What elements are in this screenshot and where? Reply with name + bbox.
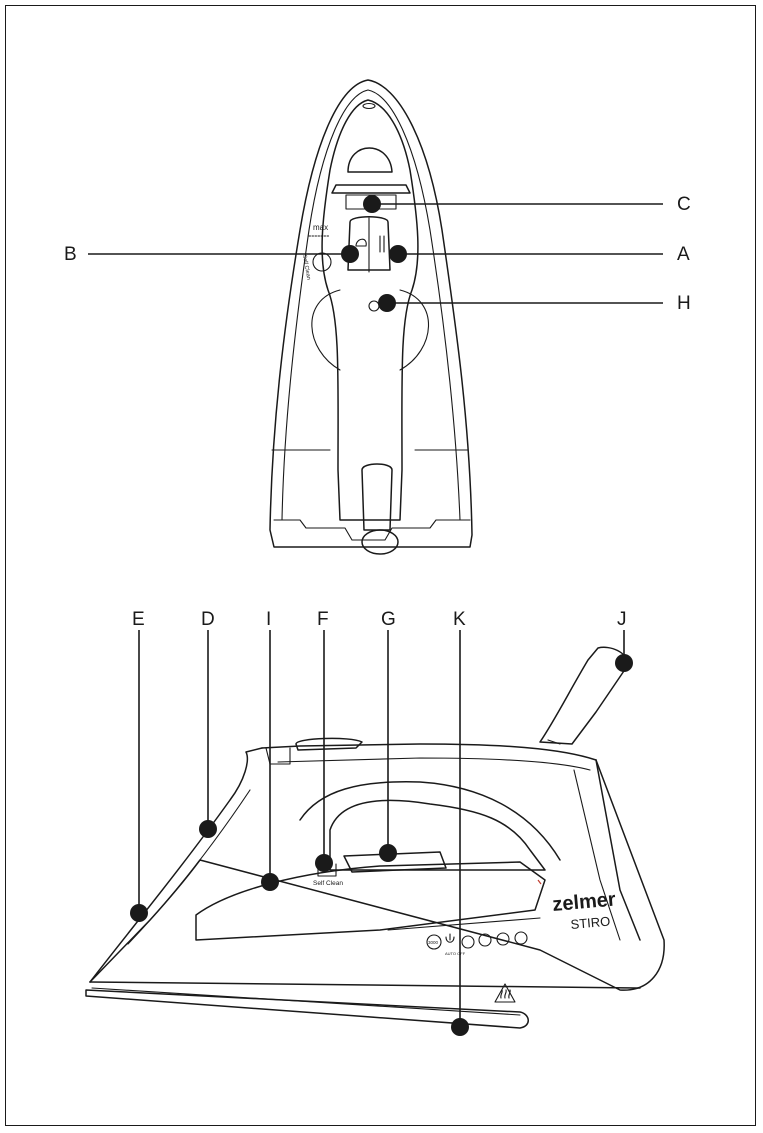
callout-F: F <box>315 609 333 872</box>
svg-text:H: H <box>677 293 691 314</box>
page-border <box>5 5 756 1126</box>
callout-C: C <box>363 194 691 215</box>
svg-text:E: E <box>132 609 145 630</box>
side-body-lower <box>89 759 665 991</box>
iron-top-view: max Self Clean <box>269 79 473 555</box>
power-badge: 3000 <box>428 940 439 945</box>
svg-text:G: G <box>381 609 396 630</box>
svg-text:A: A <box>677 244 690 265</box>
svg-text:D: D <box>201 609 215 630</box>
brand-logo: zelmer <box>552 889 617 916</box>
side-panel <box>195 861 546 941</box>
side-cord-guard <box>539 646 629 745</box>
callout-G: G <box>379 609 397 862</box>
callout-D: D <box>199 609 217 838</box>
callout-K: K <box>451 609 469 1036</box>
callout-B: B <box>64 244 359 265</box>
top-soleplate-outline <box>269 79 473 548</box>
callout-A: A <box>389 244 690 265</box>
self-clean-side-text: Self Clean <box>301 254 311 280</box>
svg-text:J: J <box>617 609 627 630</box>
indicator-icons: 3000 AUTO OFF <box>426 931 528 956</box>
max-mark: max <box>313 223 328 232</box>
self-clean-knob-label: Self Clean <box>313 880 343 887</box>
svg-text:F: F <box>317 609 329 630</box>
auto-off-label: AUTO OFF <box>445 951 466 956</box>
svg-text:I: I <box>266 609 271 630</box>
callout-I: I <box>261 609 279 891</box>
model-name: STIRO <box>570 914 611 932</box>
callout-H: H <box>378 293 691 314</box>
callout-J: J <box>615 609 633 672</box>
top-body <box>321 99 419 521</box>
top-soleplate-inner <box>281 89 369 521</box>
callout-E: E <box>130 609 148 922</box>
svg-text:C: C <box>677 194 691 215</box>
iron-side-view: 3000 AUTO OFF zelmer STIRO Self Clean <box>85 646 665 1029</box>
svg-text:B: B <box>64 244 77 265</box>
svg-text:K: K <box>453 609 466 630</box>
side-soleplate <box>85 989 529 1029</box>
